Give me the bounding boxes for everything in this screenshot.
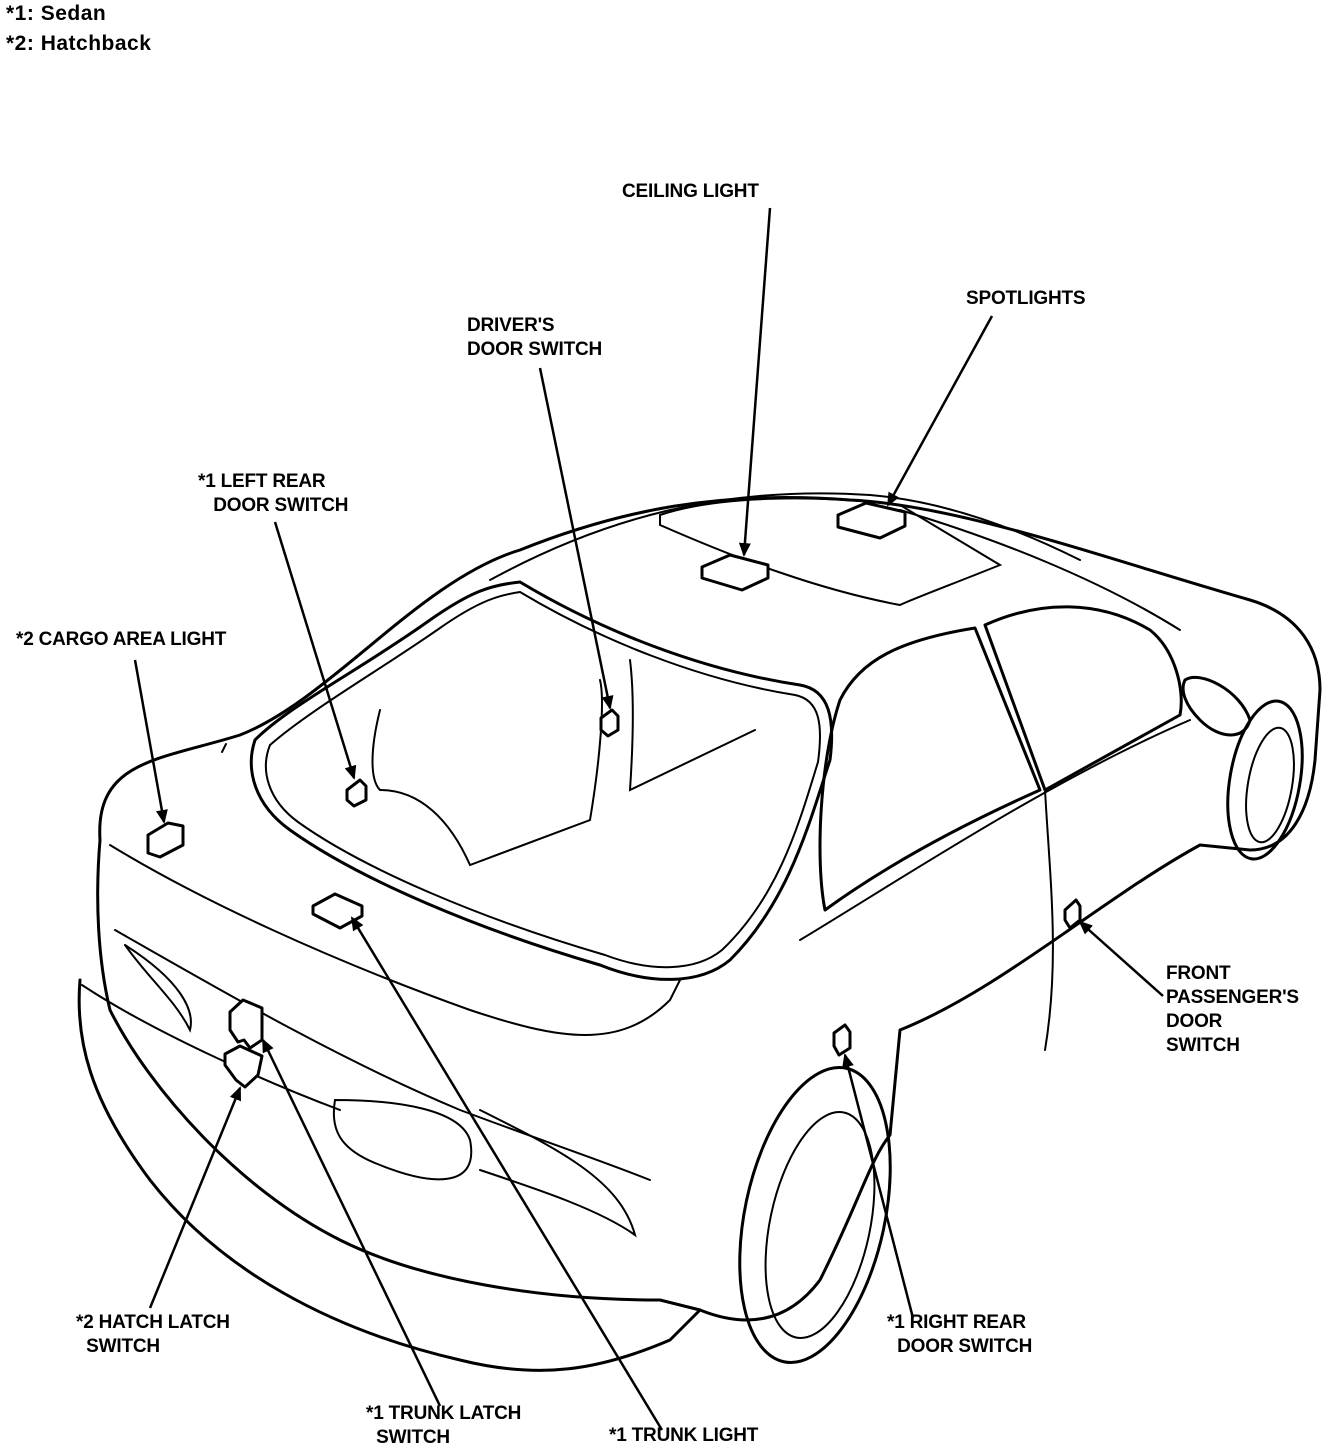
front-wheel xyxy=(1226,699,1304,861)
callout-spotlights: SPOTLIGHTS xyxy=(966,288,1086,309)
callout-hatch-latch-switch: *2 HATCH LATCH SWITCH xyxy=(76,1312,230,1357)
roof-line xyxy=(489,492,1081,581)
leader-trunk-light xyxy=(350,916,664,1431)
left-rear-door-switch-part xyxy=(345,778,368,808)
callout-drivers-door-switch: DRIVER'S DOOR SWITCH xyxy=(467,315,603,360)
leader-front-passengers-door-switch xyxy=(1078,920,1164,997)
hatch-latch-switch-part xyxy=(223,1044,264,1089)
license-recess xyxy=(332,1098,473,1181)
leader-cargo-area-light xyxy=(133,659,168,824)
side-mirror xyxy=(1181,675,1252,737)
side-window-rear xyxy=(818,626,1042,912)
leader-left-rear-door-switch xyxy=(273,521,357,780)
side-crease xyxy=(799,719,1191,941)
callout-front-passengers-door-switch: FRONT PASSENGER'S DOOR SWITCH xyxy=(1166,963,1299,1056)
trunk-lid xyxy=(109,844,681,1036)
antenna xyxy=(221,743,227,753)
trunk-light-part xyxy=(311,892,364,930)
callout-cargo-area-light: *2 CARGO AREA LIGHT xyxy=(16,629,227,650)
legend-value: Hatchback xyxy=(40,32,152,55)
spotlights-part xyxy=(836,501,907,540)
door-split xyxy=(1044,789,1054,1051)
interior-seat xyxy=(371,679,603,867)
body-outline xyxy=(96,495,1322,1322)
tail-light-right xyxy=(479,1109,637,1238)
callout-ceiling-light: CEILING LIGHT xyxy=(622,181,759,202)
car-body xyxy=(77,492,1322,1372)
rear-wheel xyxy=(738,1066,892,1364)
legend-value: Sedan xyxy=(40,2,107,25)
interior-pillar xyxy=(628,659,756,792)
callout-trunk-latch-switch: *1 TRUNK LATCH SWITCH xyxy=(366,1403,522,1448)
component-markers xyxy=(146,501,1082,1089)
leader-trunk-latch-switch xyxy=(261,1038,442,1407)
callout-left-rear-door-switch: *1 LEFT REAR DOOR SWITCH xyxy=(198,471,349,516)
leader-lines xyxy=(133,207,1164,1431)
roof-rail xyxy=(899,509,1181,631)
leader-right-rear-door-switch xyxy=(842,1053,915,1319)
tail-light-left xyxy=(124,944,192,1033)
legend-item-hatchback: *2: Hatchback xyxy=(6,32,151,56)
rear-bumper xyxy=(77,978,702,1372)
trunk-latch-switch-part xyxy=(228,998,264,1050)
callout-trunk-light: *1 TRUNK LIGHT xyxy=(609,1425,759,1446)
legend-key: *1: xyxy=(6,2,35,25)
drivers-door-switch-part xyxy=(599,708,620,738)
leader-drivers-door-switch xyxy=(538,367,614,710)
trunk-lid-lower xyxy=(114,929,651,1181)
rear-window xyxy=(249,580,834,981)
leader-spotlights xyxy=(886,315,994,507)
side-window-front xyxy=(983,605,1183,792)
leader-hatch-latch-switch xyxy=(148,1086,242,1309)
bumper-top xyxy=(81,984,341,1111)
cargo-area-light-part xyxy=(146,821,185,859)
callout-right-rear-door-switch: *1 RIGHT REAR DOOR SWITCH xyxy=(887,1312,1033,1357)
front-passengers-door-switch-part xyxy=(1063,898,1082,930)
right-rear-door-switch-part xyxy=(832,1023,852,1057)
legend-key: *2: xyxy=(6,32,35,55)
rear-window-inner xyxy=(264,590,821,969)
leader-ceiling-light xyxy=(738,207,772,557)
legend-item-sedan: *1: Sedan xyxy=(6,2,106,26)
rear-wheel-hub xyxy=(764,1111,876,1339)
front-wheel-hub xyxy=(1245,726,1295,844)
ceiling-light-part xyxy=(700,553,770,592)
